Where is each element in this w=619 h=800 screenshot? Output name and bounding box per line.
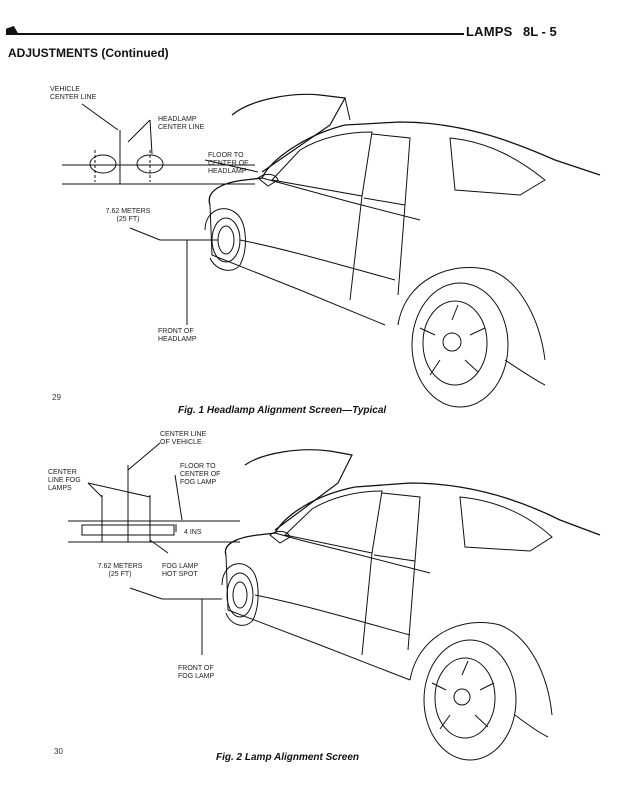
chrysler-mark-icon — [6, 26, 19, 35]
header-rule — [8, 33, 464, 35]
figure-1: VEHICLE CENTER LINE HEADLAMP CENTER LINE… — [0, 80, 619, 425]
label-center-line-vehicle: CENTER LINE OF VEHICLE — [160, 431, 207, 446]
figure-2-drawing — [68, 442, 601, 761]
label-offset: 4 INS — [184, 529, 202, 536]
label-vehicle-center-line: VEHICLE CENTER LINE — [50, 86, 97, 101]
figure-2-number: 30 — [54, 747, 63, 756]
header-page-number: 8L - 5 — [523, 24, 557, 39]
label-front-of-headlamp: FRONT OF HEADLAMP — [158, 328, 197, 343]
label-distance-2: 7.62 METERS (25 FT) — [97, 563, 143, 578]
figure-1-drawing — [62, 93, 601, 408]
figure-1-caption: Fig. 1 Headlamp Alignment Screen—Typical — [178, 405, 387, 416]
label-headlamp-center-line: HEADLAMP CENTER LINE — [158, 116, 205, 131]
label-floor-to-center: FLOOR TO CENTER OF HEADLAMP — [208, 152, 249, 175]
header-section: LAMPS — [466, 24, 513, 39]
figure-1-number: 29 — [52, 393, 61, 402]
label-fog-lamp-hot-spot: FOG LAMP HOT SPOT — [162, 563, 199, 578]
label-center-line-fog-lamps: CENTER LINE FOG LAMPS — [48, 469, 81, 492]
label-distance: 7.62 METERS (25 FT) — [105, 208, 151, 223]
label-front-of-fog-lamp: FRONT OF FOG LAMP — [178, 665, 215, 680]
label-floor-to-center-fog: FLOOR TO CENTER OF FOG LAMP — [180, 463, 221, 486]
section-title: ADJUSTMENTS (Continued) — [8, 46, 169, 60]
figure-2: CENTER LINE OF VEHICLE CENTER LINE FOG L… — [0, 425, 619, 785]
figure-2-caption: Fig. 2 Lamp Alignment Screen — [216, 752, 359, 763]
